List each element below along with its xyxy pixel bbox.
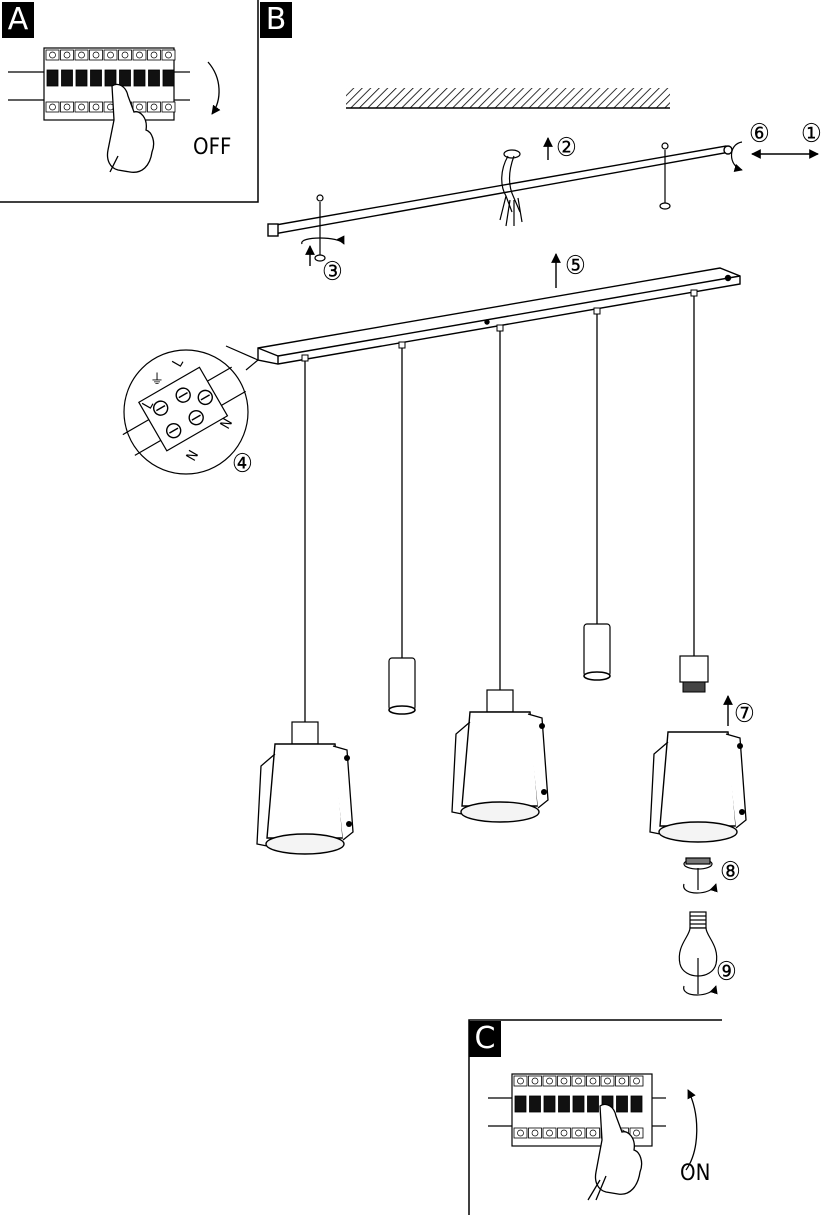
breaker-module — [571, 1075, 586, 1139]
pendant — [679, 289, 709, 693]
step-4-label: ④ — [232, 449, 253, 479]
hand-c — [587, 1103, 643, 1201]
breaker-module — [89, 49, 103, 113]
panel-a: OFF — [0, 0, 259, 203]
light-bulb — [678, 911, 718, 996]
step-3-label: ③ — [322, 257, 343, 287]
on-label: ON — [680, 1161, 710, 1186]
breaker-module — [74, 49, 89, 113]
pendant — [451, 324, 549, 823]
breaker-module — [60, 49, 74, 113]
pendant — [388, 341, 416, 715]
step3-rotate-arrow — [301, 235, 345, 245]
detached-shade — [649, 731, 747, 843]
on-arrow — [685, 1089, 698, 1171]
off-arrow — [207, 61, 221, 115]
step-6-label: ⑥ — [749, 119, 770, 149]
wiring-callout: ⏚ L L N N — [122, 345, 259, 475]
lamp-shade — [256, 743, 354, 855]
breaker-module — [586, 1075, 600, 1139]
breaker-module — [629, 1075, 644, 1139]
step-7-label: ⑦ — [734, 699, 755, 729]
breaker-module — [528, 1075, 542, 1139]
panel-b-label: B — [260, 2, 292, 38]
step-2-label: ② — [556, 133, 577, 163]
step-1-label: ① — [801, 119, 822, 149]
screw-left — [314, 194, 326, 262]
screw-right — [659, 142, 671, 210]
step6-rotate-arrow — [730, 141, 743, 172]
step-5-label: ⑤ — [565, 251, 586, 281]
mounting-bracket — [267, 145, 733, 237]
breaker-module — [45, 49, 60, 113]
breaker-module — [103, 49, 118, 113]
lamp-shade — [649, 731, 747, 843]
breaker-module — [161, 49, 176, 113]
breaker-box-c — [488, 1073, 666, 1147]
ceiling — [346, 88, 670, 109]
panel-a-label: A — [2, 2, 34, 38]
breaker-box-a — [8, 47, 190, 121]
breaker-module — [513, 1075, 528, 1139]
off-label: OFF — [193, 135, 231, 160]
step-9-label: ⑨ — [716, 957, 737, 987]
breaker-module — [557, 1075, 571, 1139]
pendant — [583, 307, 611, 681]
panel-c-label: C — [469, 1021, 501, 1057]
panel-c: ON — [468, 1019, 722, 1215]
terminal-block — [122, 366, 246, 456]
breaker-module — [542, 1075, 557, 1139]
mains-cable — [499, 149, 523, 227]
hand-a — [106, 83, 155, 173]
breaker-module — [147, 49, 161, 113]
step-8-label: ⑧ — [720, 857, 741, 887]
pendant — [256, 354, 354, 855]
lamp-shade — [451, 711, 549, 823]
pendants — [256, 289, 747, 855]
breaker-module — [132, 49, 147, 113]
shade-ring — [683, 857, 718, 894]
earth-mark: ⏚ — [150, 372, 164, 388]
